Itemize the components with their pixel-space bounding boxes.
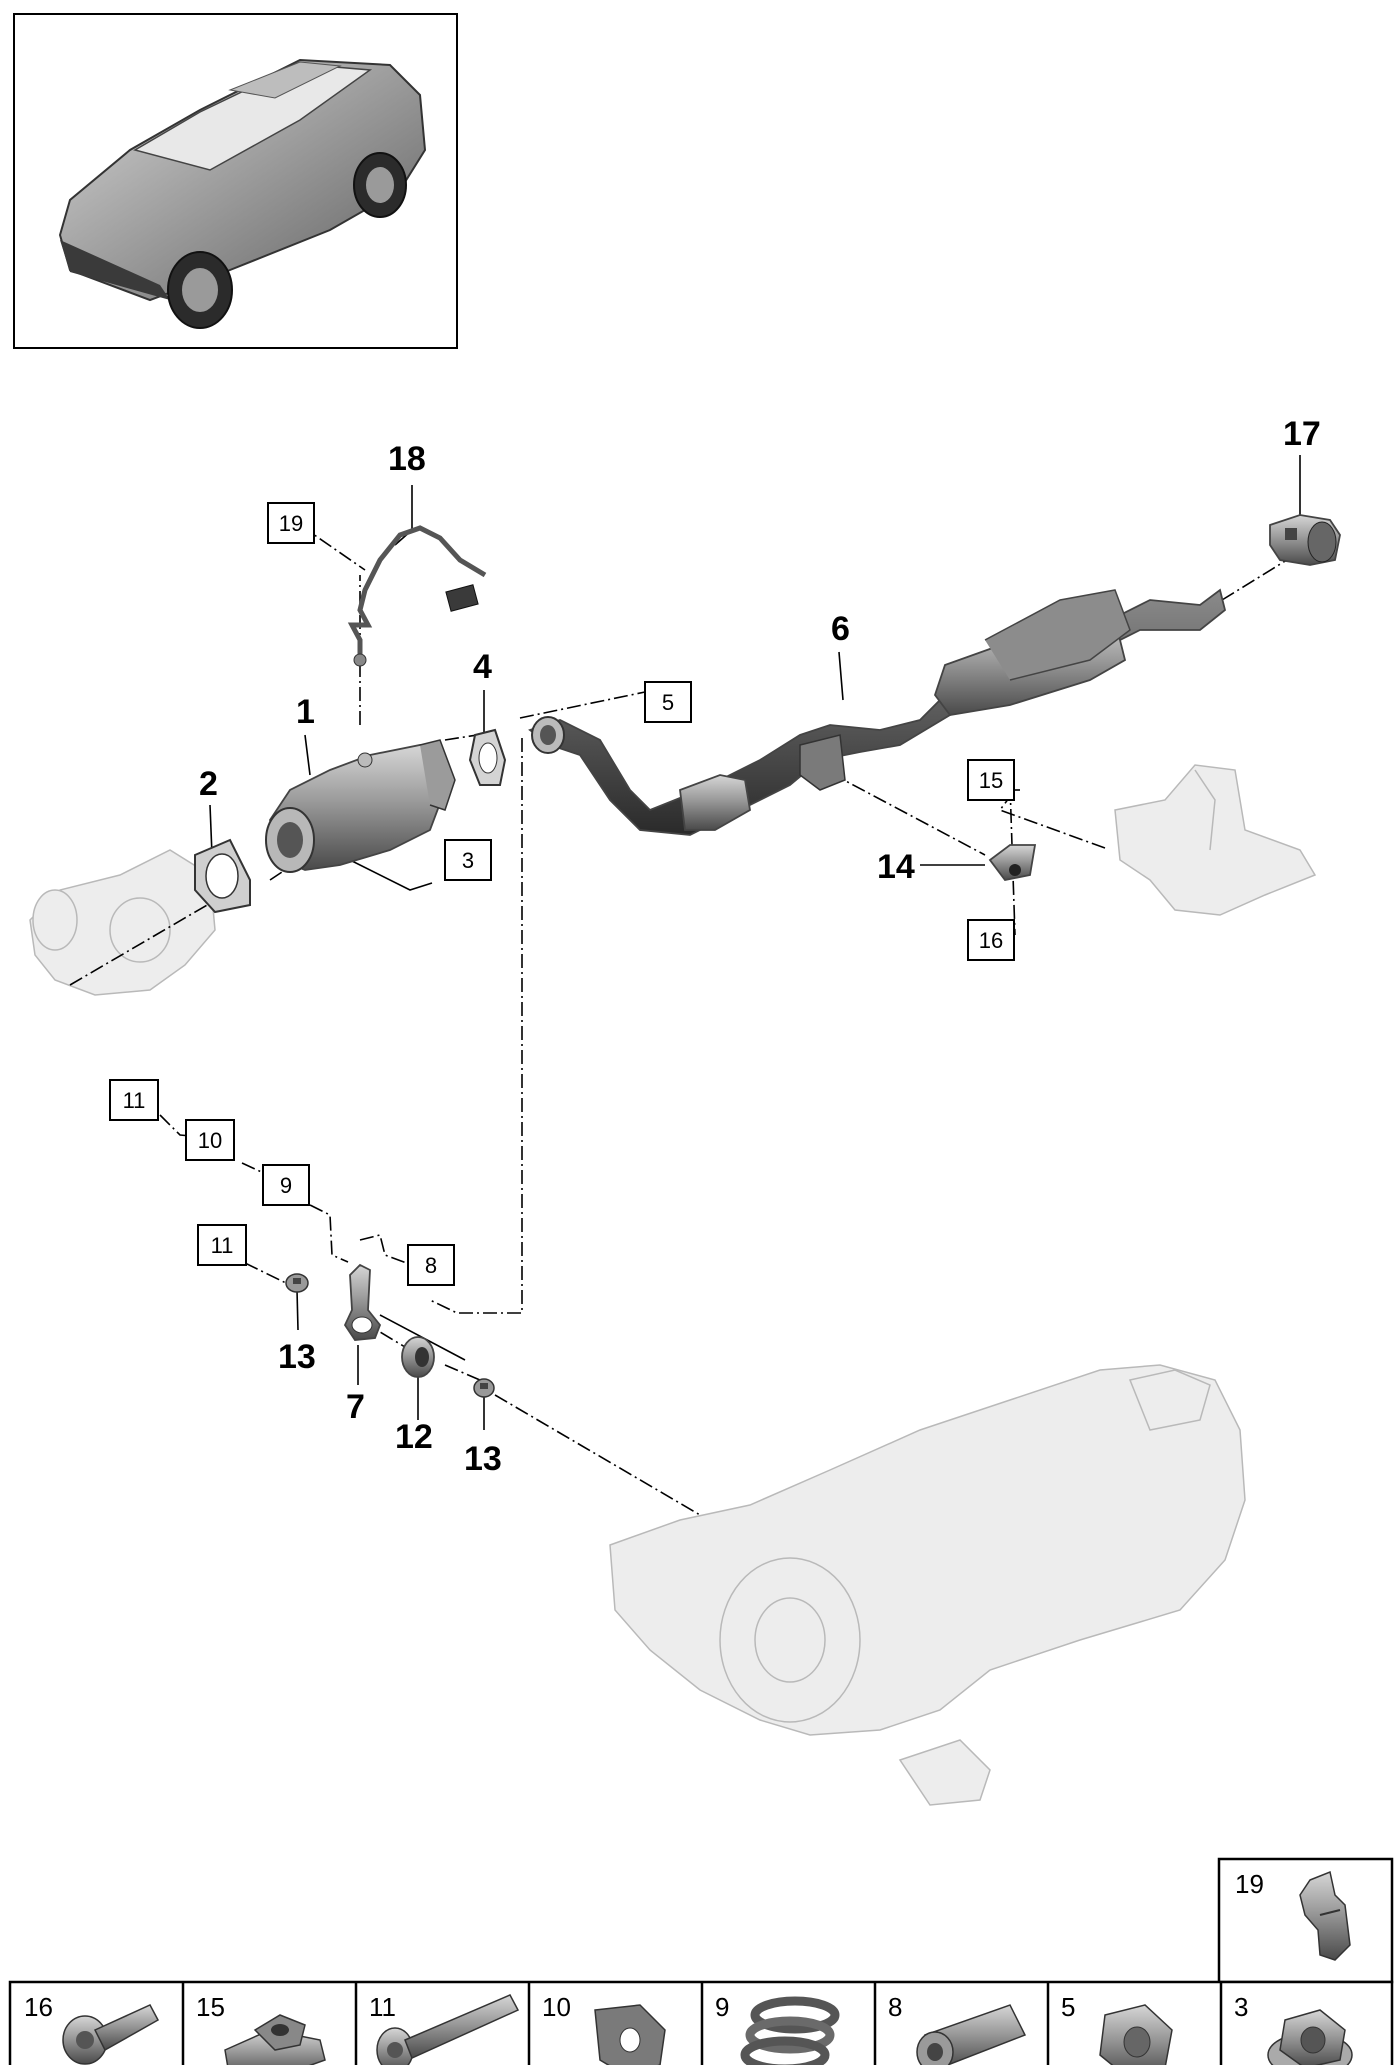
mount-bracket — [343, 1263, 382, 1341]
callout-18: 18 — [388, 440, 426, 478]
callout-14: 14 — [877, 848, 915, 886]
svg-text:8: 8 — [888, 1992, 902, 2022]
svg-text:9: 9 — [715, 1992, 729, 2022]
boxed-ref-11-upper: 11 — [109, 1079, 159, 1121]
boxed-ref-10: 10 — [185, 1119, 235, 1161]
clamp — [1269, 514, 1341, 566]
svg-text:11: 11 — [369, 1992, 396, 2022]
boxed-ref-9: 9 — [262, 1164, 310, 1206]
table-cell-19: 19 — [1217, 1857, 1394, 1984]
spring-icon — [740, 1996, 840, 2065]
table-cell-5: 5 — [1061, 1992, 1173, 2065]
transmission-ghost — [609, 1364, 1246, 1806]
bushing — [401, 1336, 435, 1378]
catalytic-converter — [265, 739, 456, 873]
bolt-head-upper — [285, 1273, 309, 1293]
callout-13-upper: 13 — [278, 1338, 316, 1376]
vehicle-thumbnail — [13, 13, 458, 349]
callout-7: 7 — [346, 1388, 365, 1426]
boxed-refs: 19 5 3 15 16 11 10 9 — [109, 502, 1015, 1286]
boxed-ref-5: 5 — [644, 681, 692, 723]
callout-1: 1 — [296, 693, 315, 731]
svg-text:16: 16 — [979, 928, 1003, 953]
svg-text:5: 5 — [1061, 1992, 1075, 2022]
svg-text:3: 3 — [1234, 1992, 1248, 2022]
boxed-ref-3: 3 — [444, 839, 492, 881]
gasket — [194, 838, 251, 914]
nut-icon — [1099, 2004, 1173, 2065]
fastener-table: 19 16 15 — [8, 1857, 1394, 2065]
boxed-ref-15: 15 — [967, 759, 1015, 801]
svg-text:10: 10 — [198, 1128, 222, 1153]
boxed-ref-11-lower: 11 — [197, 1224, 247, 1266]
svg-text:11: 11 — [123, 1088, 146, 1113]
svg-text:8: 8 — [425, 1253, 437, 1278]
svg-text:11: 11 — [211, 1233, 234, 1258]
table-cell-9: 9 — [715, 1992, 840, 2065]
table-cell-16: 16 — [24, 1992, 160, 2065]
callout-numbers: 18 17 6 4 1 2 14 13 7 12 13 — [199, 415, 1321, 1478]
long-bolt-icon — [376, 1994, 520, 2065]
table-cell-11: 11 — [369, 1992, 520, 2065]
boxed-ref-19: 19 — [267, 502, 315, 544]
washer-icon — [594, 2004, 666, 2065]
exhaust-pipe — [528, 588, 1227, 836]
svg-text:5: 5 — [662, 690, 674, 715]
table-cell-8: 8 — [888, 1992, 1027, 2065]
gasket-ring — [468, 728, 507, 786]
callout-13-lower: 13 — [464, 1440, 502, 1478]
flange-nut-icon — [1267, 2009, 1353, 2065]
vehicle-icon — [58, 58, 427, 329]
callout-17: 17 — [1283, 415, 1321, 453]
svg-text:16: 16 — [24, 1992, 53, 2022]
callout-2: 2 — [199, 765, 218, 803]
clip-nut-icon — [224, 2014, 326, 2065]
svg-text:10: 10 — [542, 1992, 571, 2022]
svg-text:15: 15 — [979, 768, 1003, 793]
retaining-clip-icon — [1299, 1870, 1351, 1961]
svg-text:15: 15 — [196, 1992, 225, 2022]
bolt-head-lower — [473, 1378, 495, 1398]
table-cell-15: 15 — [196, 1992, 326, 2065]
callout-4: 4 — [473, 648, 492, 686]
svg-text:9: 9 — [280, 1173, 292, 1198]
leader-lines — [69, 524, 1296, 1516]
svg-text:19: 19 — [279, 511, 303, 536]
callout-6: 6 — [831, 610, 850, 648]
svg-text:3: 3 — [462, 848, 474, 873]
table-cell-3: 3 — [1234, 1992, 1353, 2065]
sleeve-icon — [916, 2004, 1027, 2065]
bolt-icon — [62, 2004, 160, 2065]
turbocharger-ghost — [29, 849, 216, 996]
boxed-ref-8: 8 — [407, 1244, 455, 1286]
oxygen-sensor — [347, 525, 487, 667]
mounting-bracket — [988, 844, 1037, 881]
callout-12: 12 — [395, 1418, 433, 1456]
callout-lines — [209, 455, 1301, 1430]
heat-shield-ghost — [1114, 764, 1317, 916]
boxed-ref-16: 16 — [967, 919, 1015, 961]
table-cell-10: 10 — [542, 1992, 666, 2065]
svg-text:19: 19 — [1235, 1869, 1264, 1899]
